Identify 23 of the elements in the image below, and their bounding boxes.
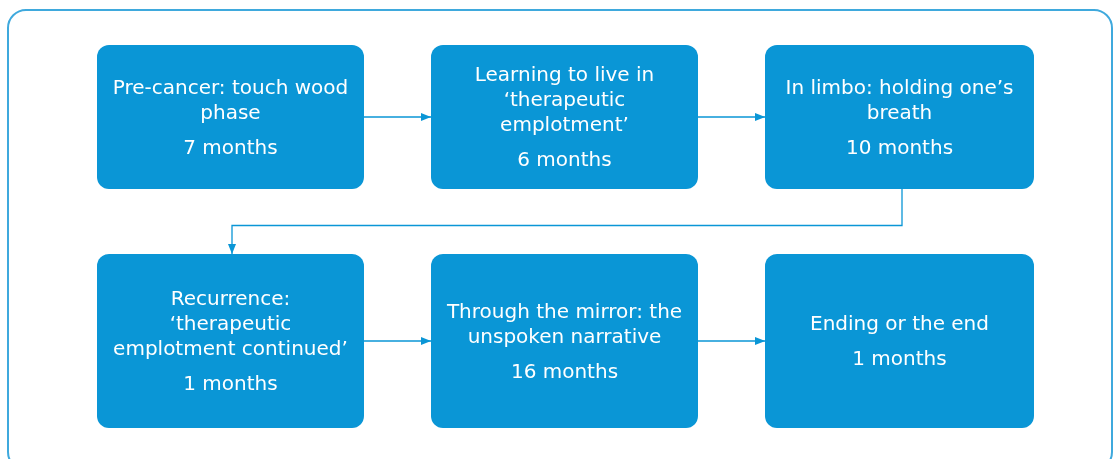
arrow: [697, 112, 766, 122]
stage-title: In limbo: holding one’s breath: [784, 74, 1015, 125]
arrow: [363, 336, 432, 346]
duration-text: 7 months: [183, 134, 278, 160]
stage-box: [97, 254, 364, 428]
stage-title: Through the mirror: the unspoken narrative: [445, 298, 684, 349]
duration-text: 1 months: [183, 371, 278, 396]
stage-title: Recurrence: ‘therapeutic emplotment continued’: [112, 286, 349, 361]
stage-title: Ending or the end: [810, 311, 989, 336]
stage-box: [765, 45, 1034, 189]
duration-text: 1 months: [852, 346, 947, 371]
duration-text: 6 months: [517, 147, 612, 172]
stage-box: [97, 45, 364, 189]
duration-text: 10 months: [845, 134, 954, 160]
stage-title: Pre-cancer: touch wood phase: [111, 74, 350, 125]
duration-text: 16 months: [510, 358, 619, 384]
stage-box: [431, 45, 698, 189]
arrow: [697, 336, 766, 346]
stage-title: Learning to live in ‘therapeutic emplotment’: [473, 62, 656, 137]
stage-box: [765, 254, 1034, 428]
stage-box: [431, 254, 698, 428]
arrow: [227, 188, 903, 255]
arrow: [363, 112, 432, 122]
